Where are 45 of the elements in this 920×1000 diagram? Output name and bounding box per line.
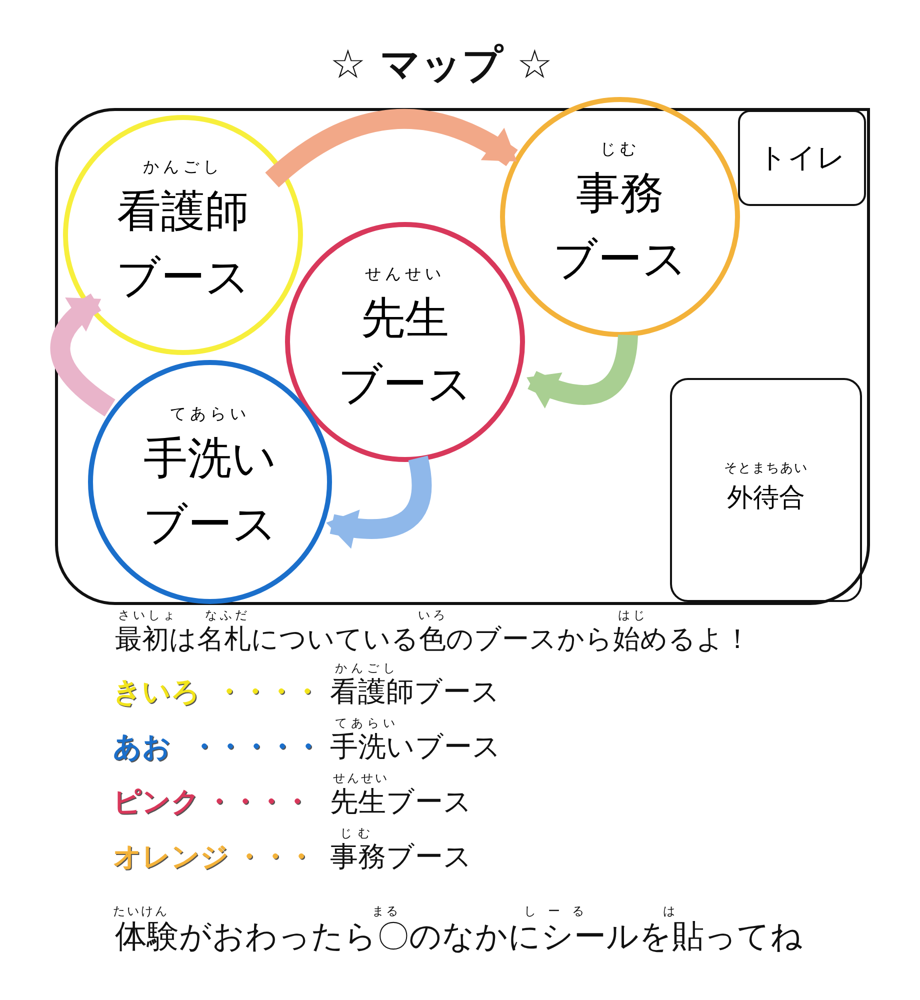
- booth-name: 手洗いブース: [142, 432, 278, 552]
- furigana-text: しーる: [524, 905, 596, 917]
- furigana-text: じむ: [600, 141, 640, 157]
- booth-name: 手洗いブース: [330, 733, 501, 761]
- furigana-text: せんせい: [365, 266, 445, 282]
- furigana-text: てあらい: [170, 406, 250, 422]
- color-name: きいろ: [113, 678, 200, 706]
- booth-circle: [63, 115, 303, 355]
- furigana-text: じむ: [340, 827, 376, 839]
- booth-name: 看護師ブース: [115, 185, 251, 305]
- dot-leader: ・・・: [235, 843, 313, 871]
- dot-leader: ・・・・: [215, 678, 319, 706]
- dot-leader: ・・・・・: [190, 733, 320, 761]
- place-name: トイレ: [758, 140, 846, 176]
- color-name: あお: [113, 733, 171, 761]
- booth-circle: [500, 97, 740, 337]
- furigana-text: いろ: [418, 609, 448, 621]
- curved-arrow: [265, 109, 518, 188]
- booth-name: 事務ブース: [552, 167, 688, 287]
- map-title: ☆ マップ ☆: [330, 45, 553, 85]
- furigana-text: なふだ: [205, 609, 250, 621]
- furigana-text: たいけん: [113, 905, 169, 917]
- booth-name: 先生ブース: [330, 788, 472, 816]
- furigana-text: せんせい: [333, 772, 389, 784]
- furigana-text: そとまちあい: [724, 462, 808, 475]
- booth-circle: [285, 222, 525, 462]
- waiting-area-box: [670, 378, 862, 602]
- booth-name: 事務ブース: [330, 843, 472, 871]
- color-name: ピンク: [113, 788, 200, 816]
- curved-arrow: [50, 294, 116, 416]
- furigana-text: は: [663, 905, 675, 917]
- booth-name: 看護師ブース: [330, 678, 500, 706]
- booth-name: 先生ブース: [337, 292, 473, 412]
- place-name: 外待合: [727, 482, 805, 515]
- color-name: オレンジ: [113, 843, 229, 871]
- furigana-text: かんごし: [335, 662, 399, 674]
- instruction-text: 体験がおわったら〇のなかにシールを貼ってね: [115, 920, 803, 952]
- instruction-text: 最初は名札についている色のブースから始めるよ！: [115, 626, 751, 653]
- dot-leader: ・・・・: [205, 788, 309, 816]
- furigana-text: まる: [372, 905, 400, 917]
- booth-circle: [88, 360, 332, 604]
- furigana-text: かんごし: [143, 159, 223, 175]
- furigana-text: てあらい: [335, 717, 399, 729]
- furigana-text: はじ: [618, 609, 648, 621]
- furigana-text: さいしょ: [118, 609, 178, 621]
